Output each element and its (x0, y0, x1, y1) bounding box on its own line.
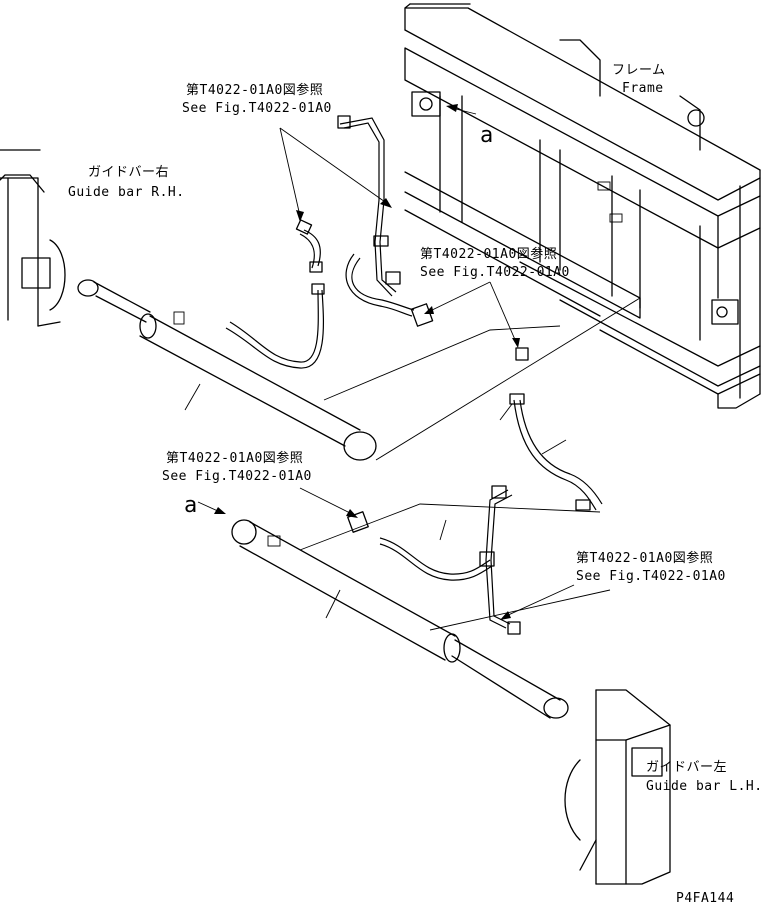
ref3-label-jp: 第T4022-01A0図参照 (166, 450, 303, 466)
ref1-label-jp: 第T4022-01A0図参照 (186, 82, 323, 98)
ref3-label-en: See Fig.T4022-01A0 (162, 469, 312, 484)
ref4-label-en: See Fig.T4022-01A0 (576, 569, 726, 584)
ref2-label-jp: 第T4022-01A0図参照 (420, 246, 557, 262)
fittings (295, 115, 591, 635)
ref2-label-en: See Fig.T4022-01A0 (420, 265, 570, 280)
upper-cylinder (77, 279, 377, 461)
hoses (225, 117, 603, 629)
lower-cylinder (231, 519, 569, 719)
guide-rh-label-en: Guide bar R.H. (68, 185, 185, 200)
drawing-code: P4FA144 (676, 891, 734, 906)
leader-lines (197, 104, 641, 631)
ref4-label-jp: 第T4022-01A0図参照 (576, 550, 713, 566)
text-labels: フレーム Frame ガイドバー右 Guide bar R.H. ガイドバー左 … (68, 63, 763, 906)
frame-label-jp: フレーム (612, 63, 666, 78)
guide-lh-label-jp: ガイドバー左 (646, 760, 727, 775)
guide-rh-label-jp: ガイドバー右 (88, 165, 169, 180)
ref1-label-en: See Fig.T4022-01A0 (182, 101, 332, 116)
guide-bar-rh (0, 149, 66, 327)
connection-a-left: a (184, 493, 197, 518)
connection-a-top: a (480, 123, 493, 148)
frame-label-en: Frame (622, 81, 664, 96)
frame-assembly (404, 3, 761, 409)
guide-lh-label-en: Guide bar L.H. (646, 779, 763, 794)
guide-bar-lh (564, 689, 671, 885)
